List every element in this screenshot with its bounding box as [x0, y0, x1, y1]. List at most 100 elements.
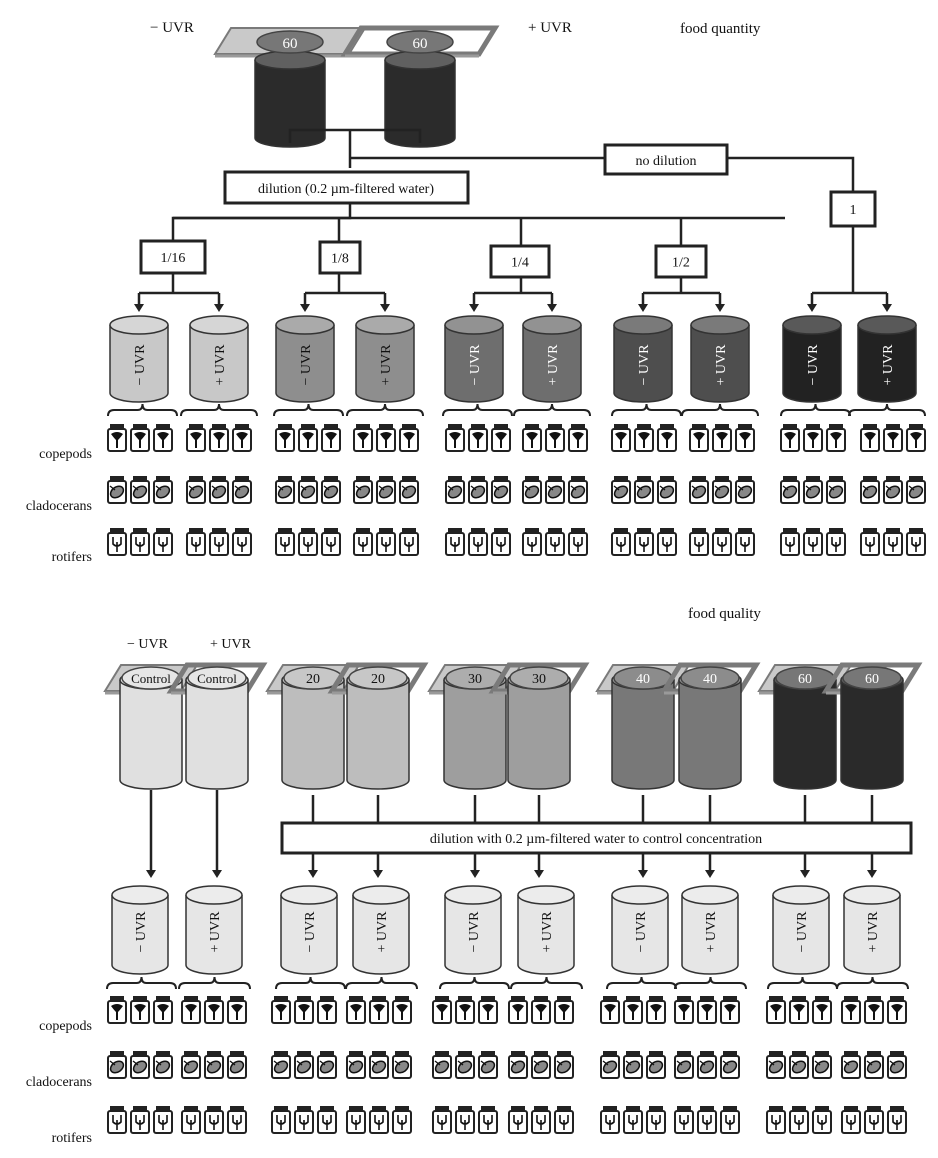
bottle [376, 476, 396, 504]
bottle-cap [230, 996, 244, 1001]
bottle [369, 1051, 389, 1079]
bottle-cap [356, 528, 370, 533]
dilution-level-label: 1/4 [511, 256, 529, 271]
cladoceran-antenna [862, 485, 869, 491]
rotifer-icon [725, 1115, 735, 1130]
cladoceran-antenna [866, 1060, 873, 1066]
bottle-cap [110, 476, 124, 481]
bottle-cap [769, 1106, 783, 1111]
bottle-cap [110, 1106, 124, 1111]
bottle [803, 424, 823, 452]
bottle [883, 424, 903, 452]
beaker-icon [185, 680, 249, 790]
copepod-icon [604, 1004, 616, 1020]
bottle-cap [402, 528, 416, 533]
quantity-bottles [107, 424, 926, 556]
bottle-cap [471, 528, 485, 533]
bottle-cap [301, 476, 315, 481]
treatment-value: 20 [371, 672, 385, 687]
cladoceran-antenna [229, 1060, 236, 1066]
bottle-cap [909, 424, 923, 429]
bottle [646, 1051, 666, 1079]
bottle-cap [230, 1106, 244, 1111]
treatment-value: 40 [703, 672, 717, 687]
bottle-cap [867, 996, 881, 1001]
arrow-head-icon [373, 870, 383, 878]
quantity-beaker [444, 315, 504, 403]
rotifer-icon [616, 537, 626, 552]
copepod-icon [627, 1004, 639, 1020]
bottle [826, 528, 846, 556]
bracket-icon [107, 403, 178, 417]
bottle [232, 476, 252, 504]
bottle-cap [448, 476, 462, 481]
copepod-icon [325, 432, 337, 448]
beaker-icon [185, 895, 243, 975]
cladoceran-antenna [889, 1060, 896, 1066]
beaker-top [275, 315, 335, 335]
beaker-top [185, 885, 243, 905]
bottle [227, 1051, 247, 1079]
food-quality-heading: food quality [688, 606, 761, 622]
cladoceran-antenna [155, 1060, 162, 1066]
beaker-icon [522, 325, 582, 403]
bottle-cap [356, 424, 370, 429]
bottle [611, 528, 631, 556]
beaker-uvr-label: − UVR [467, 911, 482, 953]
bottle [864, 1106, 884, 1134]
bottle [812, 996, 832, 1024]
bottle-cap [890, 1051, 904, 1056]
organism-label-copepods: copepods [39, 1019, 92, 1034]
bottle [887, 1051, 907, 1079]
cladoceran-antenna [533, 1060, 540, 1066]
quantity-beaker [189, 315, 249, 403]
bottle [789, 1051, 809, 1079]
bottle [445, 476, 465, 504]
rotifer-icon [550, 537, 560, 552]
copepod-icon [279, 432, 291, 448]
beaker-uvr-label: + UVR [704, 911, 719, 953]
bottle [346, 1106, 366, 1134]
cladoceran-antenna [885, 485, 892, 491]
beaker-top [355, 315, 415, 335]
cladoceran-antenna [691, 485, 698, 491]
bottle [432, 1106, 452, 1134]
dilution-level-box [489, 244, 551, 279]
bottle [803, 476, 823, 504]
rotifer-icon [381, 537, 391, 552]
bottle [600, 1051, 620, 1079]
bottle [712, 528, 732, 556]
bottle [864, 1051, 884, 1079]
bottle [392, 1051, 412, 1079]
bottle [841, 1106, 861, 1134]
bracket-icon [767, 976, 838, 990]
bottle [353, 424, 373, 452]
bottle [468, 476, 488, 504]
copepod-icon [887, 432, 899, 448]
treatment-top [348, 666, 408, 690]
cladoceran-antenna [547, 485, 554, 491]
copepod-icon [661, 432, 673, 448]
bottle-cap [815, 1051, 829, 1056]
rotifer-icon [831, 537, 841, 552]
treatment-value: 60 [798, 672, 812, 687]
bottle [697, 1106, 717, 1134]
cladoceran-antenna [206, 1060, 213, 1066]
beaker-icon [782, 325, 842, 403]
bottle [271, 996, 291, 1024]
bottle-cap [402, 476, 416, 481]
copepod-icon [482, 1004, 494, 1020]
rotifer-icon [628, 1115, 638, 1130]
cladoceran-antenna [277, 485, 284, 491]
cladoceran-antenna [480, 1060, 487, 1066]
bottle [735, 528, 755, 556]
arrow-head-icon [705, 870, 715, 878]
bottle-cap [715, 424, 729, 429]
copepod-icon [549, 432, 561, 448]
rotifer-icon [404, 537, 414, 552]
rotifer-icon [911, 537, 921, 552]
beaker-top [189, 315, 249, 335]
bottle-cap [278, 528, 292, 533]
bottle [186, 424, 206, 452]
bottle [887, 1106, 907, 1134]
